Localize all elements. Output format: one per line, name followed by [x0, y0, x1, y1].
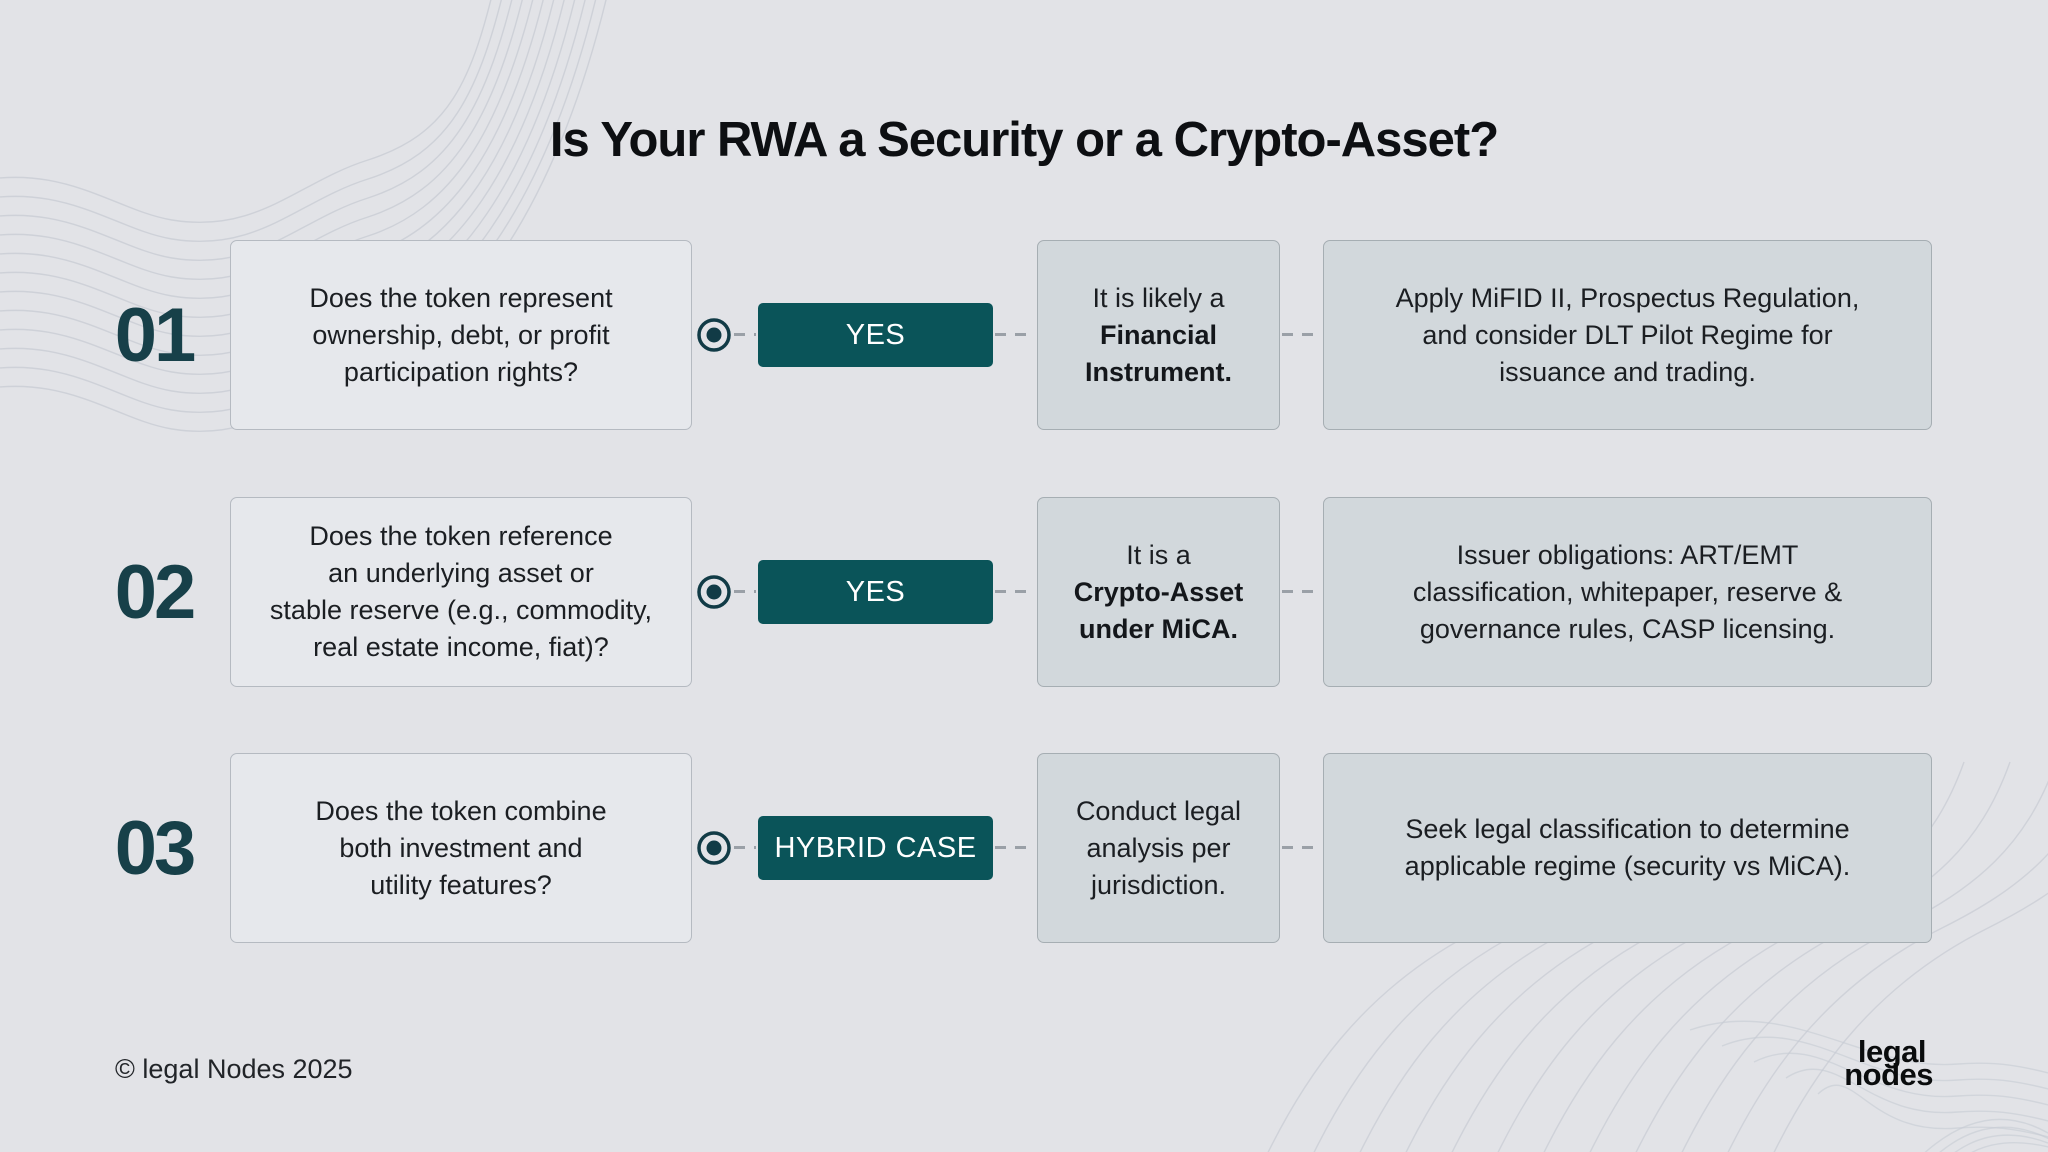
outcome-line: Crypto-Asset	[1073, 576, 1244, 607]
radio-target-icon	[694, 315, 734, 355]
action-line: governance rules, CASP licensing.	[1419, 613, 1836, 644]
question-line: utility features?	[370, 869, 552, 900]
outcome-box: It is a Crypto-Asset under MiCA.	[1037, 497, 1280, 687]
dashed-connector	[734, 846, 756, 849]
answer-button[interactable]: HYBRID CASE	[758, 816, 993, 880]
action-line: classification, whitepaper, reserve &	[1412, 576, 1843, 607]
question-line: real estate income, fiat)?	[313, 632, 609, 662]
outcome-line: under MiCA.	[1079, 613, 1238, 644]
radio-target-icon	[694, 828, 734, 868]
question-line: participation rights?	[343, 356, 579, 387]
dashed-connector	[1282, 333, 1321, 336]
logo-word-nodes: nodes	[1844, 1057, 1933, 1092]
decision-row: 01 Does the token represent ownership, d…	[0, 240, 2048, 430]
outcome-line: It is likely a	[1092, 282, 1225, 313]
outcome-line: Conduct legal	[1075, 795, 1242, 826]
copyright-text: © legal Nodes 2025	[115, 1054, 353, 1084]
outcome-line: analysis per	[1086, 832, 1231, 863]
action-line: Seek legal classification to determine	[1405, 814, 1850, 844]
action-box: Seek legal classification to determine a…	[1323, 753, 1932, 943]
dashed-connector	[1282, 846, 1321, 849]
action-box: Apply MiFID II, Prospectus Regulation, a…	[1323, 240, 1932, 430]
question-box: Does the token reference an underlying a…	[230, 497, 692, 687]
action-line: and consider DLT Pilot Regime for	[1422, 319, 1833, 350]
decision-row: 02 Does the token reference an underlyin…	[0, 497, 2048, 687]
dashed-connector	[995, 846, 1035, 849]
action-line: applicable regime (security vs MiCA).	[1404, 851, 1851, 881]
radio-target-icon	[694, 572, 734, 612]
answer-button[interactable]: YES	[758, 303, 993, 367]
dashed-connector	[995, 333, 1035, 336]
action-line: Issuer obligations: ART/EMT	[1456, 539, 1799, 570]
step-number: 03	[114, 805, 197, 891]
step-number: 01	[114, 292, 197, 378]
logo-word-legal: legal	[1857, 1034, 1927, 1069]
outcome-line: Financial	[1099, 319, 1218, 350]
step-number: 02	[114, 549, 197, 635]
action-line: issuance and trading.	[1499, 356, 1756, 387]
question-line: stable reserve (e.g., commodity,	[269, 595, 653, 625]
decision-row: 03 Does the token combine both investmen…	[0, 753, 2048, 943]
dashed-connector	[995, 590, 1035, 593]
outcome-box: It is likely a Financial Instrument.	[1037, 240, 1280, 430]
question-box: Does the token combine both investment a…	[230, 753, 692, 943]
outcome-box: Conduct legal analysis per jurisdiction.	[1037, 753, 1280, 943]
outcome-line: It is a	[1126, 539, 1191, 570]
question-line: ownership, debt, or profit	[312, 319, 610, 350]
question-line: Does the token represent	[309, 282, 613, 313]
question-line: an underlying asset or	[328, 558, 594, 588]
page-title: Is Your RWA a Security or a Crypto-Asset…	[549, 113, 1499, 167]
outcome-line: jurisdiction.	[1090, 869, 1227, 900]
legal-nodes-logo: legal nodes	[1844, 1034, 1933, 1092]
answer-button[interactable]: YES	[758, 560, 993, 624]
action-line: Apply MiFID II, Prospectus Regulation,	[1395, 282, 1860, 313]
dashed-connector	[734, 590, 756, 593]
dashed-connector	[734, 333, 756, 336]
question-line: both investment and	[339, 832, 583, 863]
question-line: Does the token reference	[309, 521, 613, 551]
question-line: Does the token combine	[315, 795, 607, 826]
outcome-line: Instrument.	[1084, 356, 1232, 387]
dashed-connector	[1282, 590, 1321, 593]
action-box: Issuer obligations: ART/EMT classificati…	[1323, 497, 1932, 687]
question-box: Does the token represent ownership, debt…	[230, 240, 692, 430]
